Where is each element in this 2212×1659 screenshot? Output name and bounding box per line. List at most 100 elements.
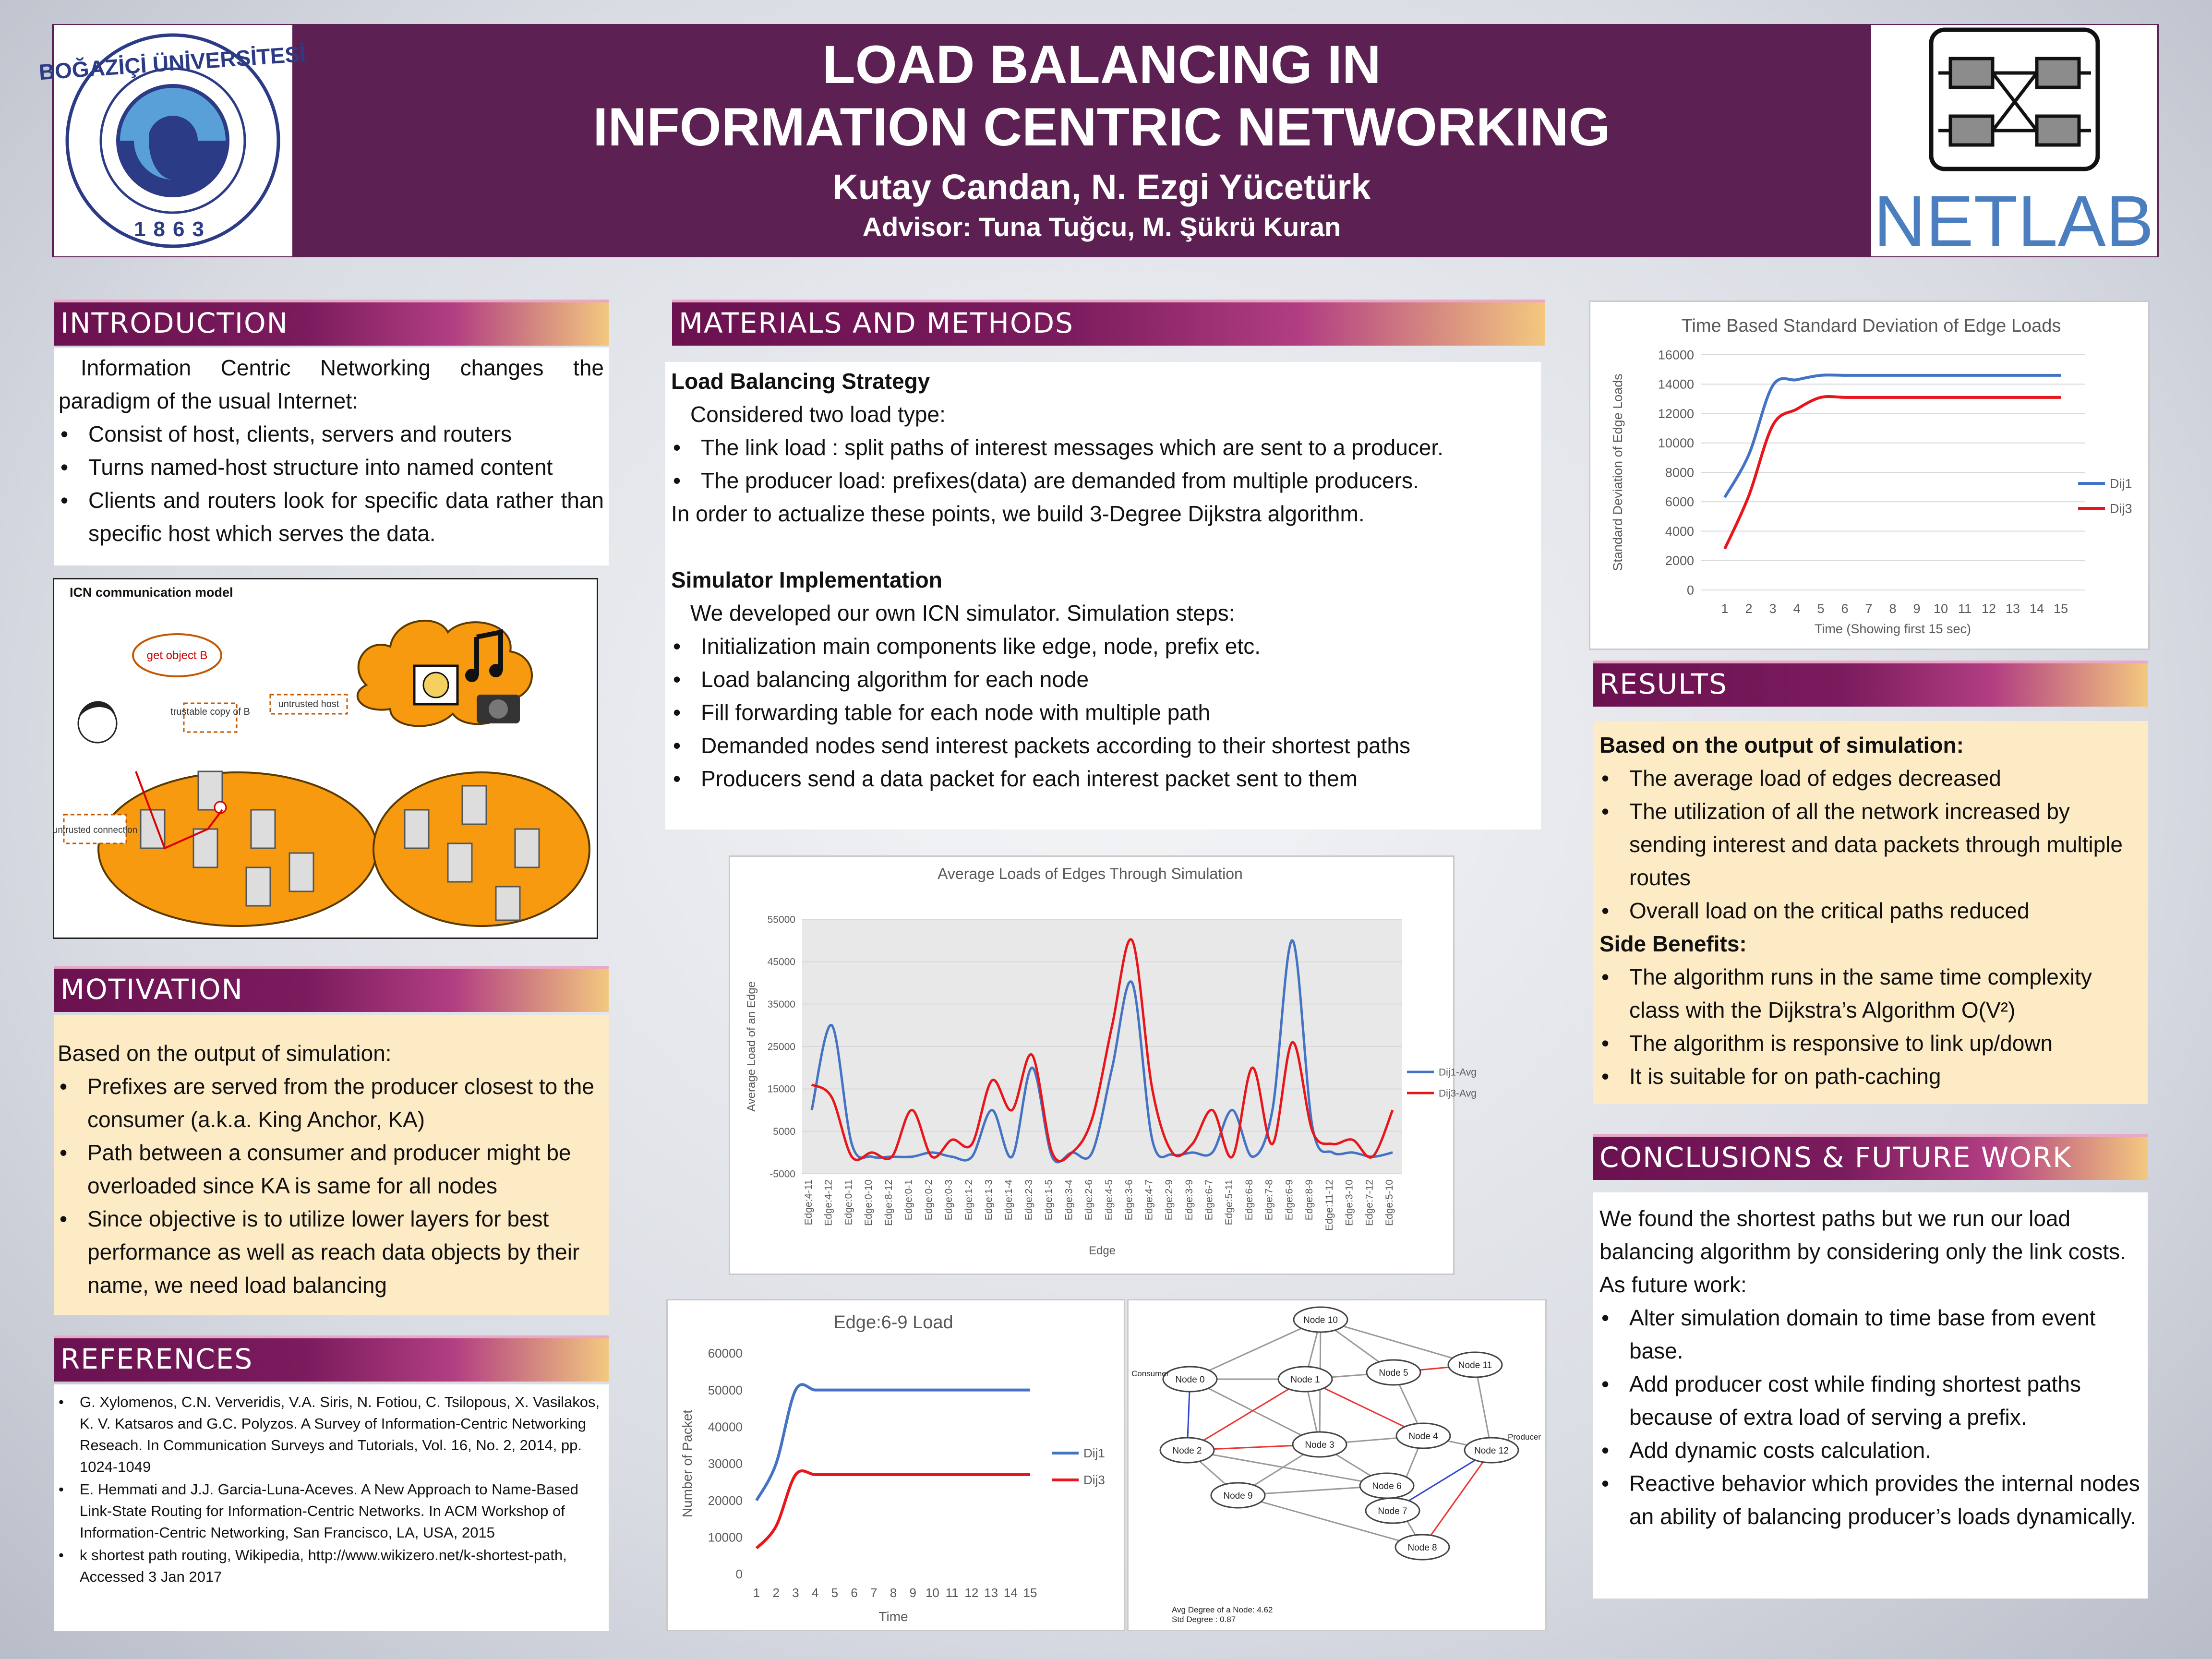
x-tick-label: Edge:4-11 bbox=[803, 1179, 814, 1225]
music-note-icon bbox=[465, 629, 503, 682]
list-item: Path between a consumer and producer mig… bbox=[58, 1136, 605, 1202]
x-tick-label: Edge:3-10 bbox=[1344, 1179, 1355, 1226]
server-icon bbox=[447, 842, 473, 883]
results-panel: Based on the output of simulation: The a… bbox=[1593, 721, 2148, 1104]
poster-advisor: Advisor: Tuna Tuğcu, M. Şükrü Kuran bbox=[862, 212, 1341, 242]
icn-figure-title: ICN communication model bbox=[70, 585, 233, 600]
graph-node bbox=[1293, 1306, 1348, 1333]
strategy-list: The link load : split paths of interest … bbox=[671, 431, 1536, 497]
list-item: Fill forwarding table for each node with… bbox=[671, 696, 1536, 729]
list-item: Load balancing algorithm for each node bbox=[671, 663, 1536, 696]
x-tick-label: 7 bbox=[1865, 601, 1872, 616]
x-tick-label: Edge:4-5 bbox=[1104, 1179, 1115, 1220]
list-item: Producers send a data packet for each in… bbox=[671, 762, 1536, 795]
graph-node-label: Node 7 bbox=[1378, 1506, 1407, 1516]
university-logo: BOĞAZİÇİ ÜNİVERSİTESİ 1863 bbox=[38, 25, 307, 256]
side-benefits-title: Side Benefits: bbox=[1599, 931, 1747, 956]
y-tick-label: 5000 bbox=[773, 1126, 795, 1137]
graph-node bbox=[1277, 1366, 1333, 1393]
graph-node-label: Node 0 bbox=[1175, 1375, 1204, 1385]
x-tick-label: Edge:5-11 bbox=[1224, 1179, 1235, 1225]
y-tick-label: 40000 bbox=[708, 1419, 743, 1434]
x-tick-label: Edge:7-8 bbox=[1264, 1179, 1275, 1220]
trustable-copy-label: trustable copy of B bbox=[170, 707, 250, 717]
y-tick-label: 55000 bbox=[768, 914, 795, 925]
strategy-title: Load Balancing Strategy bbox=[671, 369, 930, 394]
list-item: Since objective is to utilize lower laye… bbox=[58, 1202, 605, 1302]
legend-label: Dij1 bbox=[2110, 476, 2132, 491]
film-reel-icon bbox=[413, 664, 459, 706]
x-tick-label: Edge:8-9 bbox=[1304, 1179, 1315, 1220]
poster-title-line1: LOAD BALANCING IN bbox=[822, 35, 1381, 95]
graph-node bbox=[1159, 1437, 1215, 1464]
x-tick-label: 5 bbox=[1817, 601, 1824, 616]
y-axis-title: Average Load of an Edge bbox=[745, 981, 758, 1112]
legend-label: Dij3-Avg bbox=[1439, 1088, 1477, 1099]
netlab-network-icon: NETLAB bbox=[1874, 27, 2154, 261]
netlab-wordmark: NETLAB bbox=[1874, 180, 2154, 261]
get-object-label: get object B bbox=[147, 649, 208, 662]
seal-name: BOĞAZİÇİ ÜNİVERSİTESİ bbox=[38, 41, 306, 85]
list-item: The algorithm is responsive to link up/d… bbox=[1599, 1027, 2143, 1060]
x-axis-title: Time bbox=[878, 1609, 908, 1624]
list-item: The utilization of all the network incre… bbox=[1599, 795, 2143, 894]
y-tick-label: 14000 bbox=[1658, 377, 1694, 392]
simulator-lead: We developed our own ICN simulator. Simu… bbox=[690, 601, 1235, 625]
y-tick-label: 2000 bbox=[1665, 553, 1694, 568]
x-tick-label: Edge:1-4 bbox=[1003, 1179, 1014, 1221]
x-tick-label: 9 bbox=[1913, 601, 1920, 616]
x-tick-label: Edge:6-8 bbox=[1244, 1179, 1255, 1220]
x-tick-label: Edge:4-12 bbox=[823, 1179, 834, 1226]
conclusions-lead: We found the shortest paths but we run o… bbox=[1599, 1206, 2126, 1297]
x-tick-label: 12 bbox=[964, 1586, 978, 1600]
reference-item: G. Xylomenos, C.N. Ververidis, V.A. Siri… bbox=[58, 1391, 602, 1478]
seal-year: 1863 bbox=[134, 217, 212, 241]
x-tick-label: Edge:3-4 bbox=[1063, 1179, 1074, 1221]
references-list: G. Xylomenos, C.N. Ververidis, V.A. Siri… bbox=[58, 1391, 602, 1587]
list-item: Prefixes are served from the producer cl… bbox=[58, 1070, 605, 1136]
poster-header bbox=[52, 24, 2159, 257]
legend-label: Dij3 bbox=[2110, 501, 2132, 516]
list-item: The producer load: prefixes(data) are de… bbox=[671, 464, 1536, 497]
motivation-lead: Based on the output of simulation: bbox=[58, 1041, 392, 1066]
series-line-dij1 bbox=[755, 1383, 1030, 1502]
strategy-lead: Considered two load type: bbox=[690, 402, 946, 427]
graph-node bbox=[1162, 1366, 1218, 1393]
introduction-heading: INTRODUCTION bbox=[54, 300, 609, 346]
network-cloud-left bbox=[97, 771, 378, 927]
x-tick-label: 7 bbox=[870, 1586, 877, 1600]
y-tick-label: 12000 bbox=[1658, 407, 1694, 421]
edge-load-svg: Edge:6-9 Load010000200003000040000500006… bbox=[680, 1312, 1105, 1624]
x-tick-label: Edge:0-10 bbox=[863, 1179, 874, 1226]
x-tick-label: Edge:1-5 bbox=[1044, 1179, 1055, 1220]
side-benefits-list: The algorithm runs in the same time comp… bbox=[1599, 961, 2143, 1093]
icn-model-figure: ICN communication model get object B tru… bbox=[53, 578, 598, 939]
std-dev-svg: Time Based Standard Deviation of Edge Lo… bbox=[1611, 316, 2132, 636]
server-icon bbox=[289, 852, 314, 892]
server-icon bbox=[192, 828, 218, 868]
x-tick-label: 2 bbox=[772, 1586, 779, 1600]
list-item: The link load : split paths of interest … bbox=[671, 431, 1536, 464]
simulator-title: Simulator Implementation bbox=[671, 567, 942, 592]
list-item: It is suitable for on path-caching bbox=[1599, 1060, 2143, 1093]
x-tick-label: 14 bbox=[2030, 601, 2044, 616]
graph-node-label: Node 1 bbox=[1290, 1375, 1320, 1385]
graph-node-label: Node 8 bbox=[1407, 1543, 1437, 1553]
y-tick-label: 4000 bbox=[1665, 524, 1694, 539]
y-tick-label: 20000 bbox=[708, 1493, 743, 1508]
university-seal-icon: BOĞAZİÇİ ÜNİVERSİTESİ 1863 bbox=[38, 33, 307, 248]
references-heading: REFERENCES bbox=[54, 1335, 609, 1382]
x-tick-label: 11 bbox=[1958, 601, 1972, 616]
x-tick-label: Edge:4-7 bbox=[1143, 1179, 1154, 1220]
legend-label: Dij1 bbox=[1083, 1446, 1105, 1460]
graph-node bbox=[1395, 1534, 1450, 1561]
graph-edge bbox=[1320, 1319, 1476, 1366]
conclusions-heading: CONCLUSIONS & FUTURE WORK bbox=[1593, 1134, 2148, 1180]
netlab-logo: NETLAB bbox=[1871, 25, 2157, 261]
consumer-label: Consumer bbox=[1131, 1369, 1169, 1378]
x-axis-title: Edge bbox=[1089, 1244, 1116, 1257]
legend-label: Dij1-Avg bbox=[1439, 1067, 1477, 1078]
